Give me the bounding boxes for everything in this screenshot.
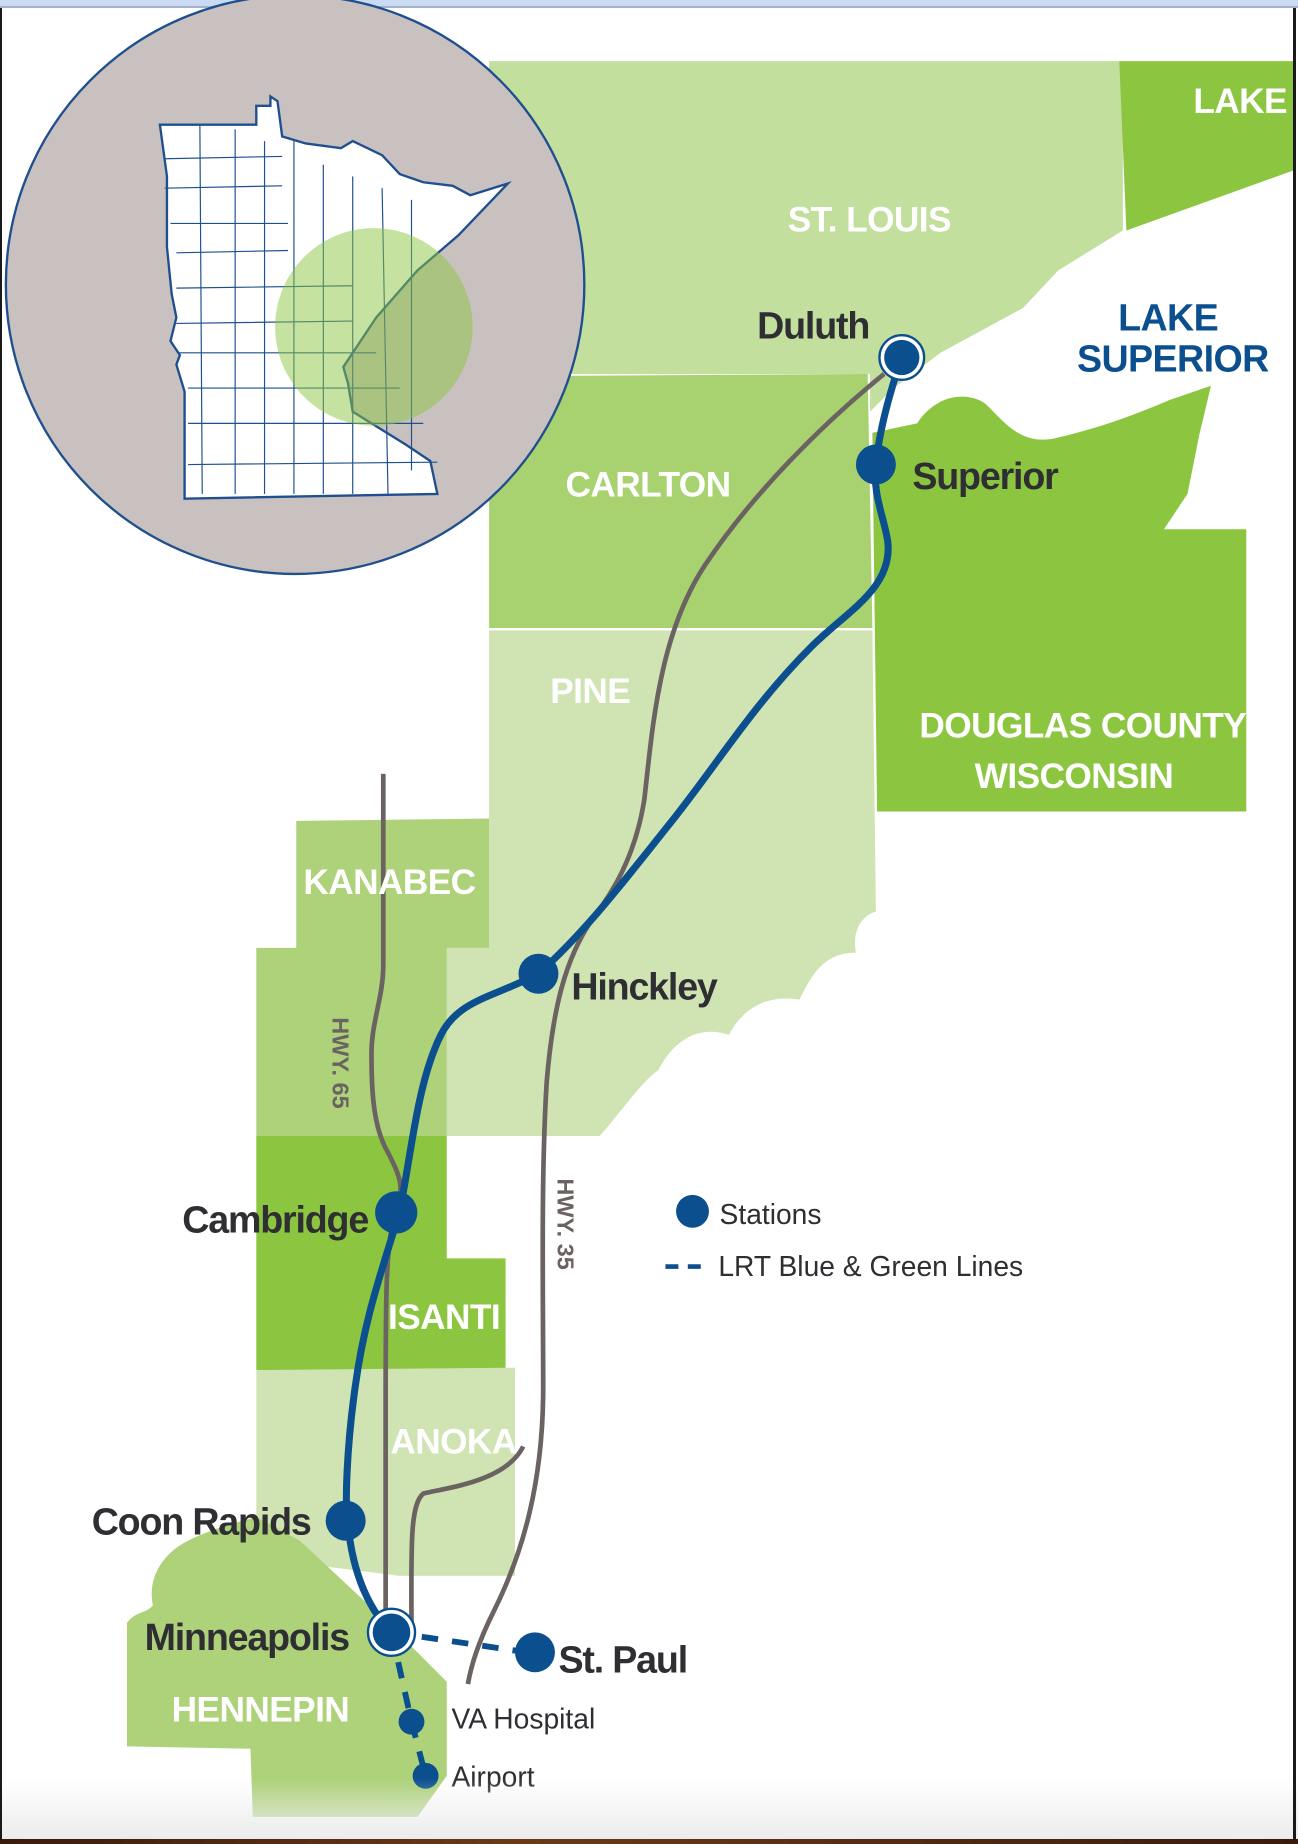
station-label-st-paul: St. Paul [558,1638,687,1680]
station-minneapolis-marker[interactable] [366,1607,417,1658]
station-cambridge-marker[interactable] [375,1191,418,1234]
station-label-va-hospital: VA Hospital [451,1703,595,1735]
station-label-cambridge: Cambridge [182,1198,368,1240]
station-label-superior: Superior [912,455,1059,497]
county-douglas-wisconsin [872,385,1247,812]
county-isanti [256,1136,506,1371]
hwy-65-label: HWY. 65 [328,1017,354,1108]
county-label-pine: PINE [550,672,630,711]
lake-superior-label-line2: SUPERIOR [1077,338,1269,380]
window-top-bar [0,0,1298,8]
county-label-douglas-line1: DOUGLAS COUNTY [919,706,1246,745]
county-label-lake: LAKE [1193,82,1287,121]
station-va-hospital-marker[interactable] [398,1708,425,1735]
page-bottom-fade [0,1779,1298,1839]
highway-35 [409,372,886,1685]
station-superior-marker[interactable] [855,444,896,485]
county-st-louis [489,61,1123,412]
inset-highlight-region [275,228,473,426]
legend-stations-label: Stations [720,1198,822,1230]
window-left-border [0,8,2,1840]
county-label-kanabec: KANABEC [303,863,475,902]
window-bottom-bar [0,1839,1298,1844]
map-legend: Stations LRT Blue & Green Lines [665,1194,1023,1282]
county-hennepin [126,1517,447,1817]
county-label-isanti: ISANTI [388,1298,500,1337]
station-coon-rapids-marker[interactable] [325,1500,366,1541]
county-label-st-louis: ST. LOUIS [788,201,951,240]
county-pine [446,630,876,1137]
station-label-duluth: Duluth [757,305,869,347]
county-carlton [489,373,873,628]
station-st-paul-marker[interactable] [514,1632,555,1673]
inset-locator-map [4,0,586,575]
county-lake [1119,61,1294,231]
county-label-carlton: CARLTON [566,465,731,504]
county-label-anoka: ANOKA [390,1423,516,1462]
window-right-border [1293,8,1296,1840]
county-label-douglas-line2: WISCONSIN [975,757,1173,796]
county-label-hennepin: HENNEPIN [172,1691,350,1730]
station-hinckley-marker[interactable] [518,953,559,994]
lrt-line-to-airport [388,1631,429,1777]
legend-lrt-label: LRT Blue & Green Lines [718,1250,1023,1282]
lake-superior-label-line1: LAKE [1118,296,1218,338]
legend-station-icon [676,1194,709,1228]
highway-65 [369,773,403,1629]
station-label-minneapolis: Minneapolis [145,1616,350,1658]
station-label-hinckley: Hinckley [571,966,718,1008]
hwy-35-label: HWY. 35 [552,1178,578,1269]
station-label-coon-rapids: Coon Rapids [92,1501,311,1543]
station-duluth-marker[interactable] [878,333,926,382]
lrt-line-to-st-paul [391,1629,536,1657]
